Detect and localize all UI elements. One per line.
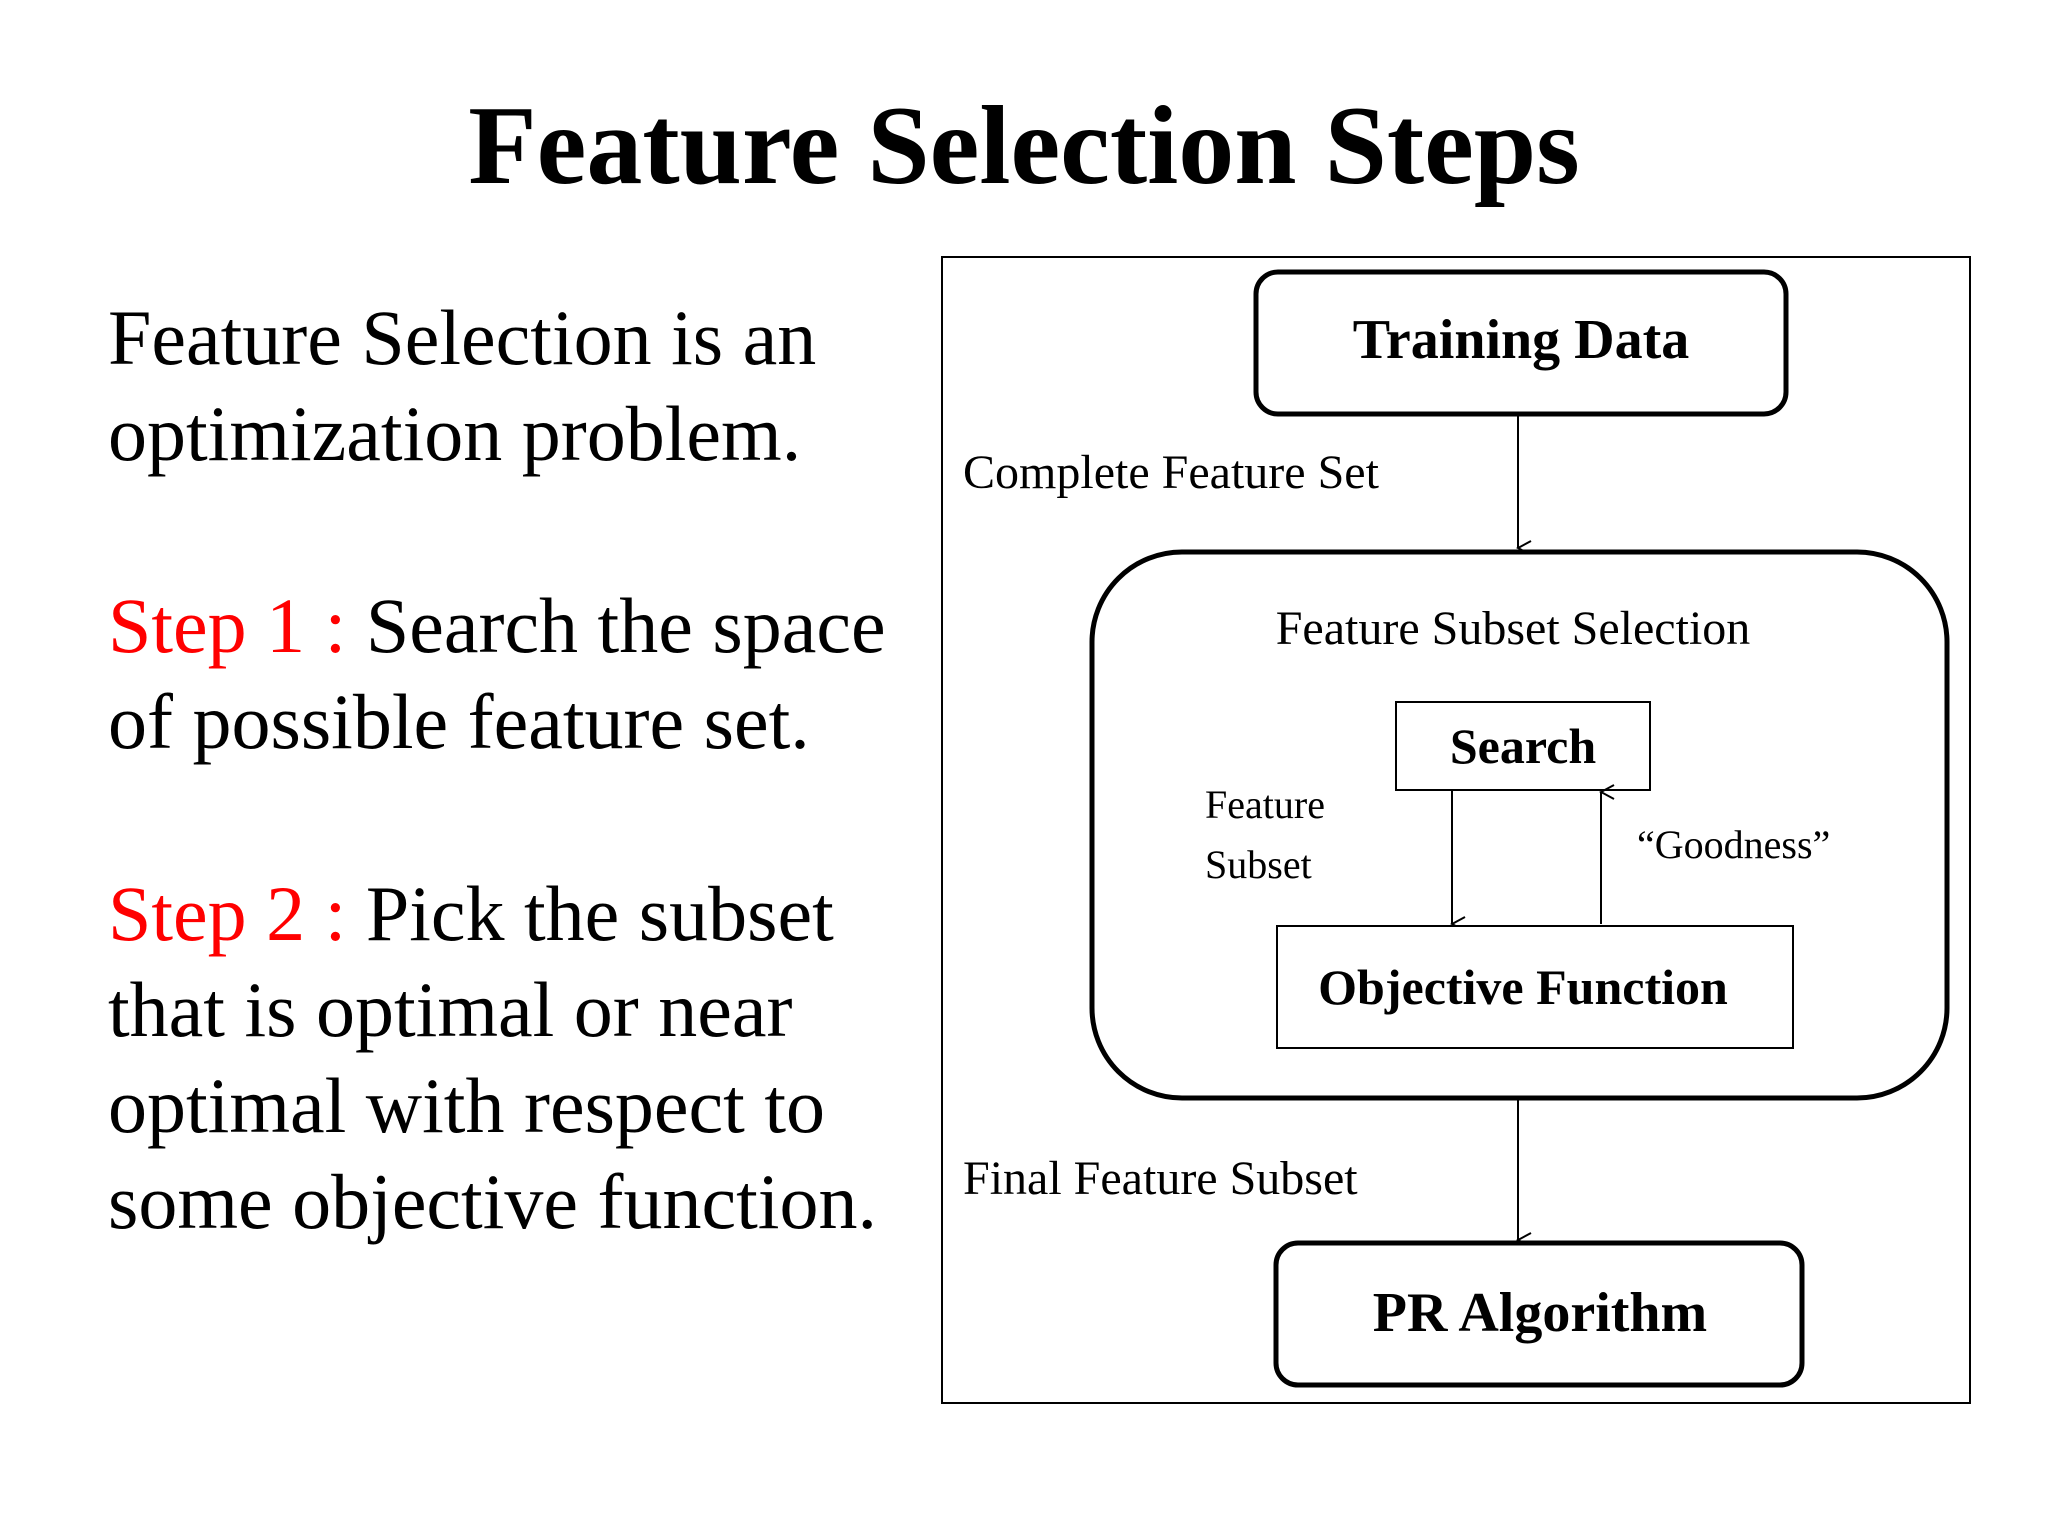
flow-diagram: Training Data Complete Feature Set Featu…: [963, 269, 1950, 1388]
objective-function-label: Objective Function: [1318, 959, 1728, 1015]
goodness-label: “Goodness”: [1637, 822, 1830, 867]
step-2-line-3: optimal with respect to: [108, 1062, 826, 1149]
diagram-frame: Training Data Complete Feature Set Featu…: [941, 256, 1971, 1404]
step-2-line-1: Pick the subset: [365, 870, 834, 957]
step-2-paragraph: Step 2 : Pick the subset that is optimal…: [108, 866, 928, 1250]
intro-line-2: optimization problem.: [108, 390, 802, 477]
body-text: Feature Selection is an optimization pro…: [108, 290, 928, 1346]
step-1-line-2: of possible feature set.: [108, 678, 810, 765]
search-box: [1395, 701, 1651, 791]
feature-subset-selection-label: Feature Subset Selection: [1276, 602, 1751, 655]
training-data-label: Training Data: [1353, 309, 1690, 371]
intro-line-1: Feature Selection is an: [108, 294, 817, 381]
pr-algorithm-box: [1273, 1240, 1805, 1388]
complete-feature-set-label: Complete Feature Set: [963, 446, 1380, 499]
pr-algorithm-label: PR Algorithm: [1373, 1282, 1707, 1344]
step-1-label: Step 1 :: [108, 582, 366, 669]
step-2-label: Step 2 :: [108, 870, 366, 957]
step-1-line-1: Search the space: [365, 582, 886, 669]
step-1-paragraph: Step 1 : Search the space of possible fe…: [108, 578, 928, 770]
slide-title: Feature Selection Steps: [468, 84, 1580, 208]
training-data-box: [1253, 269, 1789, 417]
intro-paragraph: Feature Selection is an optimization pro…: [108, 290, 928, 482]
final-feature-subset-label: Final Feature Subset: [963, 1152, 1358, 1205]
step-2-line-2: that is optimal or near: [108, 966, 793, 1053]
step-2-line-4: some objective function.: [108, 1158, 877, 1245]
feature-subset-label-line-2: Subset: [1205, 842, 1312, 887]
search-label: Search: [1450, 718, 1596, 774]
feature-subset-label-line-1: Feature: [1205, 782, 1325, 827]
objective-function-box: [1276, 925, 1794, 1049]
